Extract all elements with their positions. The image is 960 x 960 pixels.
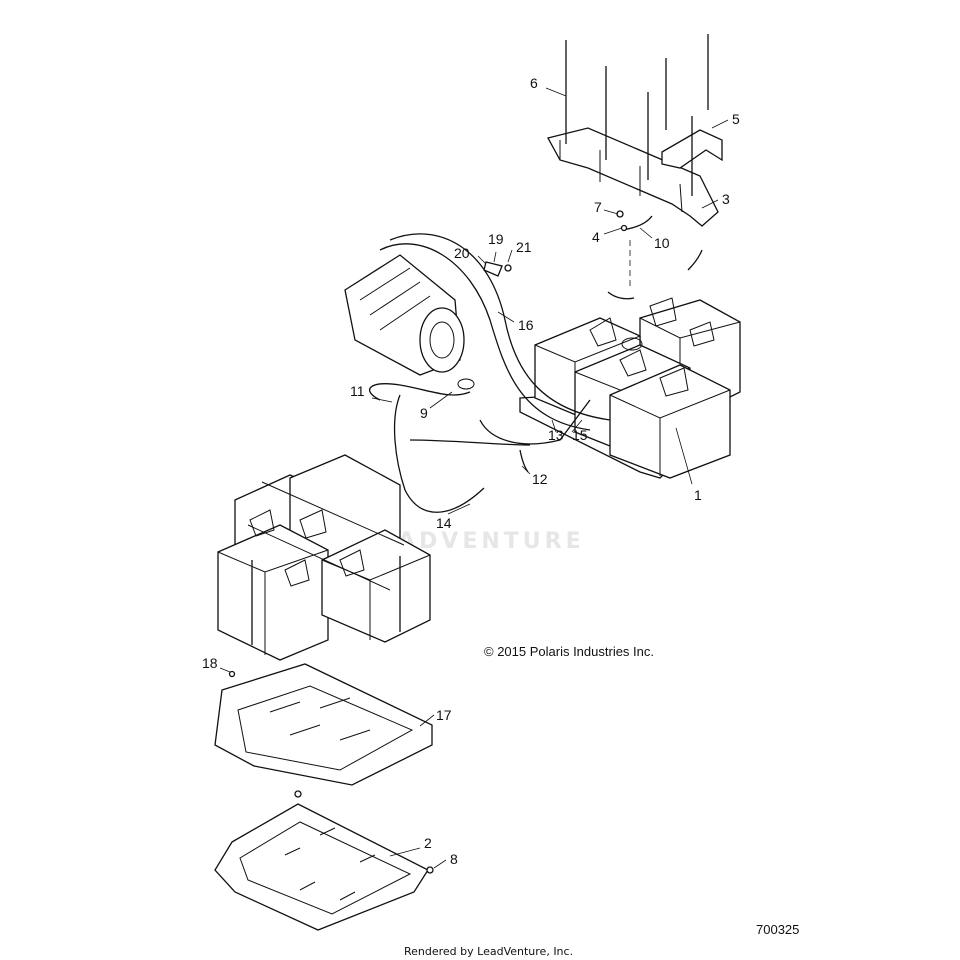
watermark: ADVENTURE (398, 529, 585, 554)
callout-2: 2 (424, 835, 432, 851)
terminal-hardware (483, 210, 628, 277)
callout-12: 12 (532, 471, 548, 487)
battery-group-front (519, 297, 741, 479)
callout-labels: 1 2 3 4 5 6 7 8 9 10 11 12 13 14 15 16 1… (202, 75, 740, 867)
battery-hold-down-bracket (547, 127, 719, 227)
diagram-code: 700325 (756, 922, 799, 937)
callout-20: 20 (454, 245, 470, 261)
copyright-text: © 2015 Polaris Industries Inc. (484, 644, 654, 659)
callout-16: 16 (518, 317, 534, 333)
callout-6: 6 (530, 75, 538, 91)
callout-19: 19 (488, 231, 504, 247)
callout-10: 10 (654, 235, 670, 251)
callout-21: 21 (516, 239, 532, 255)
callout-3: 3 (722, 191, 730, 207)
leader-lines (219, 87, 729, 869)
callout-13: 13 (548, 427, 564, 443)
battery-cables (368, 215, 703, 513)
callout-18: 18 (202, 655, 218, 671)
hold-down-rods (565, 34, 709, 196)
battery-group-rear (217, 454, 431, 661)
callout-9: 9 (420, 405, 428, 421)
callout-8: 8 (450, 851, 458, 867)
callout-7: 7 (594, 199, 602, 215)
fastener (228, 670, 236, 678)
skid-plate (214, 790, 434, 931)
rendered-by-text: Rendered by LeadVenture, Inc. (404, 945, 573, 958)
motor (344, 254, 465, 376)
callout-4: 4 (592, 229, 600, 245)
callout-5: 5 (732, 111, 740, 127)
callout-1: 1 (694, 487, 702, 503)
battery-tray (214, 663, 433, 786)
callout-14: 14 (436, 515, 452, 531)
callout-15: 15 (572, 427, 588, 443)
callout-11: 11 (350, 383, 365, 399)
callout-17: 17 (436, 707, 452, 723)
